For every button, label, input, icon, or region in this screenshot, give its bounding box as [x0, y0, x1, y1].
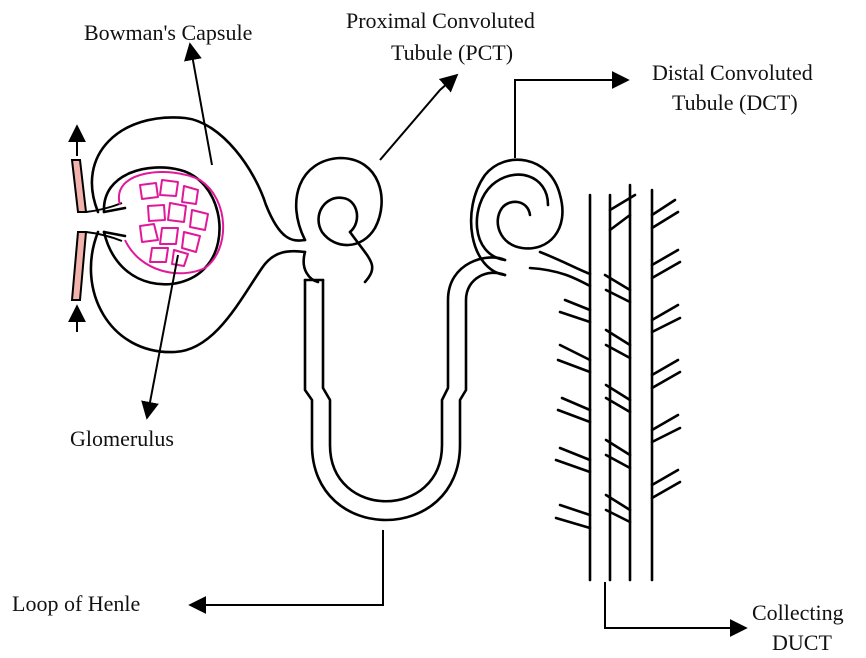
loop-of-henle-shape: [305, 257, 505, 520]
label-bowmans-capsule: Bowman's Capsule: [84, 20, 252, 45]
label-dct-line2: Tubule (DCT): [672, 90, 798, 115]
collecting-duct-shape: [556, 185, 680, 580]
dct-coil: [471, 160, 590, 286]
label-collecting-line1: Collecting: [752, 600, 844, 625]
label-dct-line1: Distal Convoluted: [652, 60, 813, 85]
label-pct-line2: Tubule (PCT): [391, 40, 513, 65]
glomerulus-leader: [147, 255, 178, 418]
loop-of-henle-leader: [190, 530, 383, 605]
dct-leader: [515, 80, 628, 158]
label-glomerulus: Glomerulus: [70, 426, 174, 451]
glomerulus-shape: [119, 172, 223, 273]
label-pct-line1: Proximal Convoluted: [346, 8, 535, 33]
pct-leader: [380, 75, 457, 160]
label-loop-of-henle: Loop of Henle: [12, 591, 140, 616]
leader-lines: [147, 44, 746, 628]
label-collecting-line2: DUCT: [772, 630, 832, 655]
pct-coil: [296, 158, 381, 282]
bowmans-capsule-leader: [190, 44, 212, 165]
collecting-duct-leader: [605, 582, 746, 628]
